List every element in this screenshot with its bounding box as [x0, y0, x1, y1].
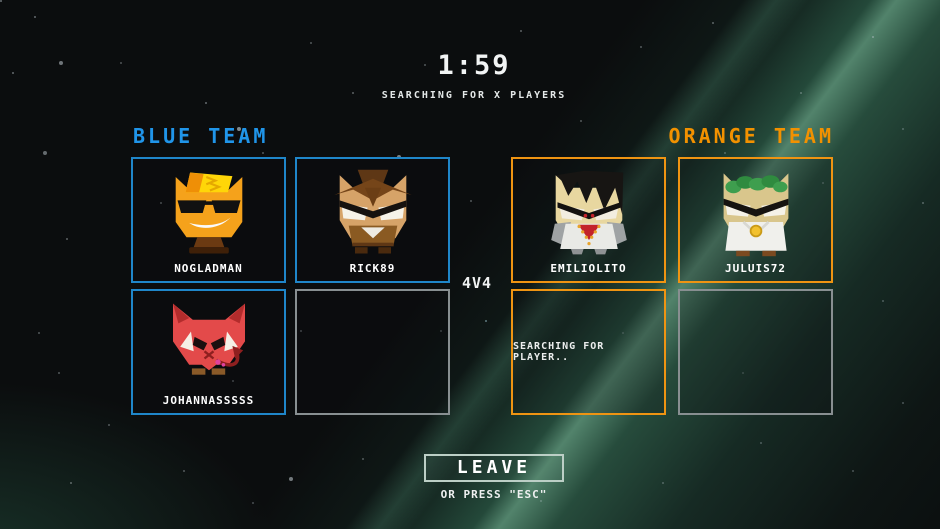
player-name: EMILIOLITO [550, 262, 627, 275]
blue-team-label: BLUE TEAM [133, 124, 269, 148]
blue-team-grid: NOGLADMAN RICK89 [131, 157, 450, 415]
match-mode-label: 4V4 [461, 274, 493, 292]
player-card-juluis72: JULUIS72 [678, 157, 833, 283]
empty-slot-blue [295, 289, 450, 415]
empty-slot-orange [678, 289, 833, 415]
searching-for-player-text: SEARCHING FOR PLAYER.. [513, 341, 605, 363]
player-name: JULUIS72 [725, 262, 786, 275]
avatar-johannasssss-icon [172, 303, 245, 375]
avatar-juluis72-icon [723, 173, 788, 257]
player-name: NOGLADMAN [174, 262, 243, 275]
matchmaking-timer: 1:59 [437, 50, 511, 81]
player-name: RICK89 [349, 262, 396, 275]
esc-hint-text: OR PRESS "ESC" [440, 488, 548, 501]
avatar-nogladman-icon [175, 172, 242, 254]
player-card-emiliolito: EMILIOLITO [511, 157, 666, 283]
avatar-rick89-icon [333, 169, 412, 254]
orange-team-grid: EMILIOLITO JULUIS72 SEARCH [511, 157, 833, 415]
starfield-background [0, 0, 2, 2]
avatar-emiliolito-icon [550, 170, 627, 255]
player-name: JOHANNASSSSS [162, 394, 255, 407]
matchmaking-status-text: SEARCHING FOR X PLAYERS [381, 90, 567, 101]
player-card-nogladman: NOGLADMAN [131, 157, 286, 283]
player-card-johannasssss: JOHANNASSSSS [131, 289, 286, 415]
orange-team-label: ORANGE TEAM [668, 124, 834, 148]
matchmaking-header: 1:59 SEARCHING FOR X PLAYERS [0, 50, 940, 101]
searching-slot-orange: SEARCHING FOR PLAYER.. [511, 289, 666, 415]
player-card-rick89: RICK89 [295, 157, 450, 283]
leave-button[interactable]: LEAVE [424, 454, 564, 482]
